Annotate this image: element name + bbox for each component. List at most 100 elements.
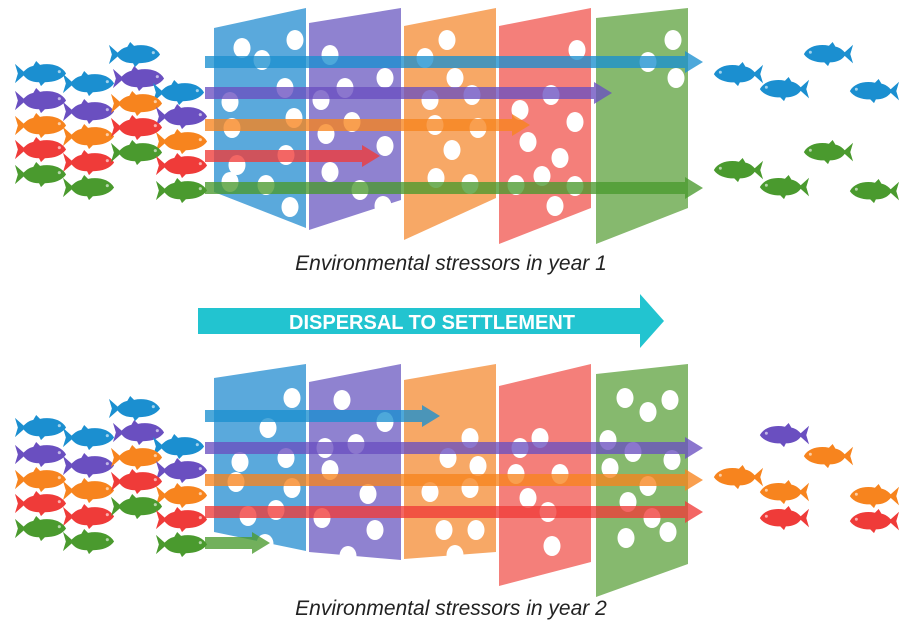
year2-arrow-blue [205, 405, 440, 427]
fish-icon [803, 444, 854, 469]
fish-icon [155, 507, 208, 533]
fish-icon [155, 104, 208, 130]
fish-icon [152, 434, 205, 460]
year2-arrow-red [205, 501, 703, 523]
panel-hole [333, 390, 351, 410]
fish-icon [849, 179, 900, 204]
panel-hole [438, 30, 456, 50]
panel-hole [663, 450, 681, 470]
fish-icon [155, 153, 208, 179]
year2-arrow-green [205, 532, 270, 554]
panel-hole [519, 132, 537, 152]
fish-icon [62, 478, 115, 504]
fish-icon [62, 71, 115, 97]
fish-icon [62, 453, 115, 479]
panel-hole [231, 452, 249, 472]
fish-icon [110, 469, 163, 495]
fish-icon [62, 124, 115, 150]
fish-icon [62, 425, 115, 451]
panel-hole [467, 520, 485, 540]
year2-caption: Environmental stressors in year 2 [295, 597, 607, 620]
fish-icon [62, 504, 115, 530]
fish-icon [155, 178, 208, 204]
year2-dispersal-arrows [205, 405, 703, 554]
panel-hole [617, 528, 635, 548]
panel-hole [366, 520, 384, 540]
panel-hole [286, 30, 304, 50]
panel-hole [664, 30, 682, 50]
fish-icon [110, 91, 163, 117]
panel-hole [421, 482, 439, 502]
fish-icon [14, 162, 67, 188]
panel-hole [659, 522, 677, 542]
fish-icon [14, 491, 67, 517]
fish-icon [14, 442, 67, 468]
year1-arrow-orange [205, 114, 530, 136]
fish-icon [62, 99, 115, 125]
fish-icon [759, 506, 810, 531]
panel-hole [371, 568, 389, 588]
panel-hole [259, 418, 277, 438]
panel-hole [374, 196, 392, 216]
panel-hole [443, 140, 461, 160]
fish-icon [14, 516, 67, 542]
fish-icon [849, 484, 900, 509]
year2-settled-fish [713, 423, 900, 534]
panel-hole [667, 68, 685, 88]
fish-icon [152, 80, 205, 106]
fish-icon [155, 458, 208, 484]
dispersal-arrow-label: DISPERSAL TO SETTLEMENT [289, 312, 575, 334]
year1-arrow-red [205, 145, 380, 167]
fish-icon [14, 467, 67, 493]
year2-arrow-purple [205, 437, 703, 459]
year1-arrow-green [205, 177, 703, 199]
panel-hole [321, 162, 339, 182]
fish-icon [14, 88, 67, 114]
panel-hole [511, 100, 529, 120]
panel-hole [546, 196, 564, 216]
fish-icon [62, 175, 115, 201]
fish-icon [14, 61, 67, 87]
fish-icon [759, 77, 810, 102]
fish-icon [759, 175, 810, 200]
fish-icon [62, 529, 115, 555]
panel-hole [519, 488, 537, 508]
year1-dispersal-arrows [205, 51, 703, 199]
panel-hole [551, 148, 569, 168]
panel-hole [339, 546, 357, 566]
panel-hole [566, 112, 584, 132]
fish-icon [713, 158, 764, 183]
fish-icon [62, 150, 115, 176]
panel-hole [616, 388, 634, 408]
fish-icon [110, 115, 163, 141]
panel-hole [376, 136, 394, 156]
panel-hole [543, 536, 561, 556]
year1-arrow-purple [205, 82, 612, 104]
panel-hole [446, 545, 464, 565]
panel-hole [661, 390, 679, 410]
year2-arrow-orange [205, 469, 703, 491]
panel-hole [376, 68, 394, 88]
fish-icon [110, 494, 163, 520]
fish-icon [14, 415, 67, 441]
panel-hole [233, 38, 251, 58]
fish-icon [14, 137, 67, 163]
year1-caption: Environmental stressors in year 1 [295, 252, 607, 275]
fish-icon [155, 129, 208, 155]
fish-icon [759, 480, 810, 505]
fish-icon [849, 509, 900, 534]
dispersal-to-settlement-arrow: DISPERSAL TO SETTLEMENT [198, 294, 664, 348]
panel-hole [283, 388, 301, 408]
fish-icon [155, 483, 208, 509]
panel-hole [281, 197, 299, 217]
year1-settled-fish [713, 42, 900, 204]
fish-icon [713, 465, 764, 490]
panel-hole [533, 166, 551, 186]
year2-panel-2 [309, 364, 401, 560]
year2-larvae-school [14, 396, 208, 558]
year1-larvae-school [14, 42, 208, 204]
fish-icon [108, 396, 161, 422]
panel-hole [639, 402, 657, 422]
fish-icon [759, 423, 810, 448]
